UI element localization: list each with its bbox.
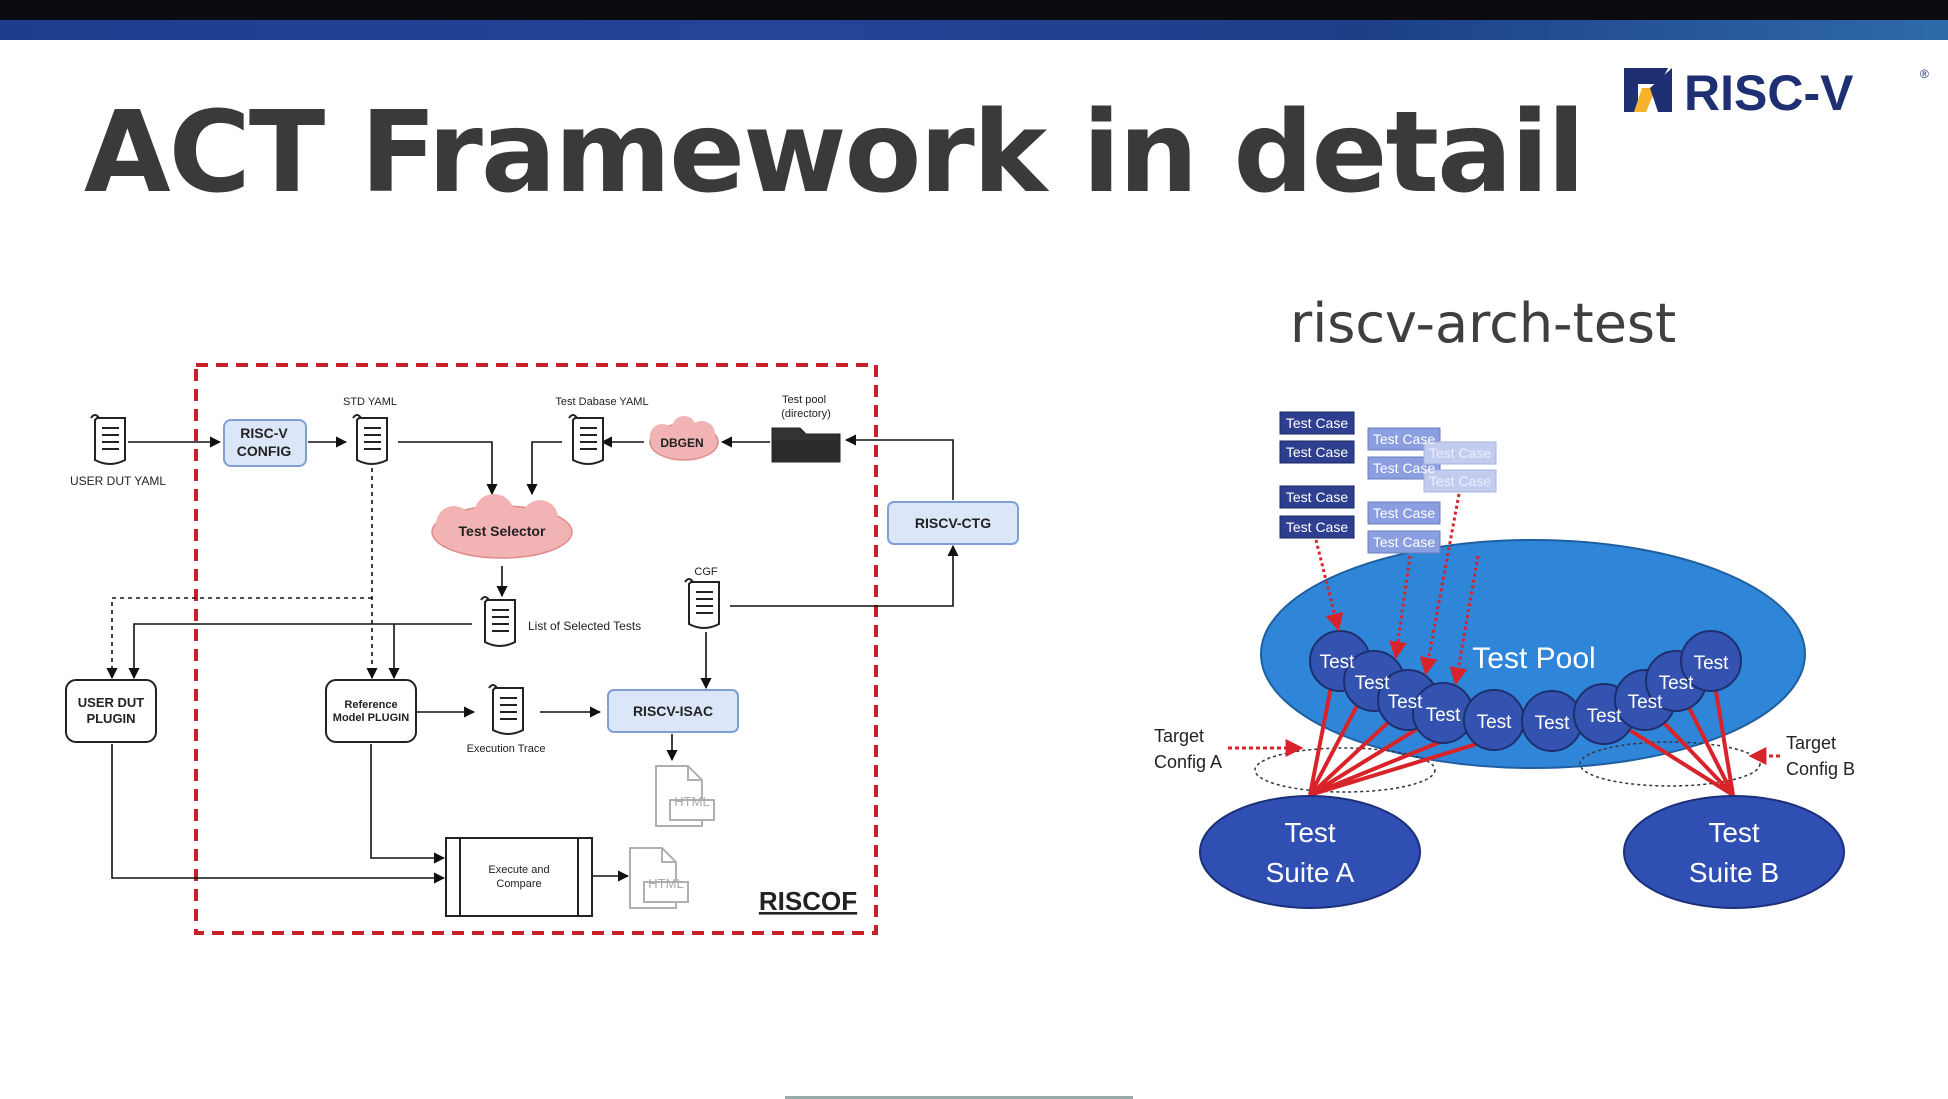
test-case-label: Test Case [1429, 445, 1491, 461]
riscv-ctg-label: RISCV-CTG [915, 515, 991, 531]
test-case-label: Test Case [1373, 505, 1435, 521]
test-case-arrow [1419, 493, 1461, 676]
test-pool-label: Test Pool [1472, 642, 1595, 675]
test-suite-a-label-2: Suite A [1266, 857, 1355, 888]
test-case-label: Test Case [1373, 460, 1435, 476]
isac-html-label: HTML [674, 794, 709, 809]
test-case-box [1423, 441, 1497, 465]
reference-plugin-box [325, 679, 417, 743]
test-case-box [1279, 515, 1355, 539]
test-case-box [1279, 411, 1355, 435]
test-case-box [1279, 485, 1355, 509]
test-selector-label: Test Selector [459, 523, 546, 539]
riscv-logo-reg-mark: ® [1920, 67, 1929, 81]
test-circle-label: Test [1659, 673, 1695, 694]
riscv-logo: RISC-V ® [1624, 65, 1929, 120]
test-suite-a [1199, 795, 1421, 909]
test-circle-label: Test [1320, 652, 1356, 673]
test-circle-label: Test [1388, 692, 1424, 713]
riscv-config-label-2: CONFIG [237, 443, 292, 459]
dbgen-label: DBGEN [660, 436, 703, 450]
test-case-label: Test Case [1286, 519, 1348, 535]
dashed-std-yaml-to-user-plugin [106, 597, 372, 680]
reference-plugin-label-2: Model PLUGIN [333, 712, 409, 724]
dbgen-cloud [649, 416, 719, 461]
riscv-logo-text: RISC-V [1684, 65, 1854, 120]
test-pool-label-2: (directory) [781, 408, 831, 420]
test-suite-b [1623, 795, 1845, 909]
test-suite-b-label-1: Test [1708, 817, 1760, 848]
test-pool-folder-icon [771, 427, 841, 463]
bottom-indicator-line [785, 1096, 1133, 1099]
test-circles [1309, 630, 1742, 752]
riscof-boundary [194, 363, 878, 935]
test-selector-cloud [431, 494, 573, 559]
target-config-a-region [1254, 747, 1436, 793]
execute-compare-label-1: Execute and [488, 864, 549, 876]
execution-trace-label: Execution Trace [467, 743, 546, 755]
user-dut-plugin-label-2: PLUGIN [86, 711, 135, 726]
arrow-list-to-user-plugin [128, 623, 472, 680]
test-case-boxes [1279, 411, 1497, 554]
riscof-label: RISCOF [759, 886, 857, 916]
arrow-std-yaml-to-selector [398, 441, 498, 496]
execute-compare-label-2: Compare [496, 878, 541, 890]
test-case-label: Test Case [1286, 444, 1348, 460]
test-case-label: Test Case [1286, 415, 1348, 431]
riscv-logo-mark-icon [1624, 68, 1672, 112]
reference-plugin-label-1: Reference [344, 699, 397, 711]
arrow-cgf-to-ctg [730, 544, 959, 607]
riscv-isac-label: RISCV-ISAC [633, 703, 713, 719]
execute-compare-box [445, 837, 593, 917]
test-case-box [1367, 456, 1441, 480]
test-circle-label: Test [1628, 692, 1664, 713]
test-circle-label: Test [1426, 705, 1462, 726]
test-case-box [1367, 427, 1441, 451]
test-circle-label: Test [1694, 653, 1730, 674]
selected-tests-label: List of Selected Tests [528, 619, 641, 633]
test-circle-label: Test [1477, 712, 1513, 733]
std-yaml-label: STD YAML [343, 396, 397, 408]
test-case-label: Test Case [1373, 534, 1435, 550]
riscv-arch-test-title: riscv-arch-test [1290, 292, 1677, 355]
user-dut-yaml-label: USER DUT YAML [70, 474, 166, 488]
test-circle-label: Test [1535, 713, 1571, 734]
riscv-config-box [223, 419, 307, 467]
riscv-config-label-1: RISC-V [240, 425, 288, 441]
test-case-arrow [1389, 555, 1412, 660]
slide-title: ACT Framework in detail [84, 88, 1585, 218]
arrow-ctg-to-pool [844, 434, 954, 500]
target-config-b-label-1: Target [1786, 733, 1836, 753]
user-dut-plugin-label-1: USER DUT [78, 695, 145, 710]
test-case-label: Test Case [1286, 489, 1348, 505]
test-suite-a-label-1: Test [1284, 817, 1336, 848]
riscv-isac-box [607, 689, 739, 733]
target-config-a-label-1: Target [1154, 726, 1204, 746]
test-case-box [1367, 530, 1441, 554]
test-dbase-yaml-label: Test Dabase YAML [555, 396, 648, 408]
test-circle-label: Test [1355, 673, 1391, 694]
test-case-box [1279, 440, 1355, 464]
cgf-label: CGF [694, 566, 718, 578]
test-case-label: Test Case [1373, 431, 1435, 447]
riscv-ctg-box [887, 501, 1019, 545]
user-dut-plugin-box [65, 679, 157, 743]
test-circle-label: Test [1587, 706, 1623, 727]
test-case-label: Test Case [1429, 473, 1491, 489]
test-circle [1680, 630, 1742, 692]
test-case-box [1423, 469, 1497, 493]
test-suite-b-label-2: Suite B [1689, 857, 1779, 888]
arrow-user-plugin-to-execute [111, 744, 446, 884]
test-pool-label-1: Test pool [782, 394, 826, 406]
arrow-dbase-to-selector [526, 441, 562, 496]
target-config-a-label-2: Config A [1154, 752, 1222, 772]
test-case-box [1367, 501, 1441, 525]
execute-html-label: HTML [648, 876, 683, 891]
target-config-b-label-2: Config B [1786, 759, 1855, 779]
arrow-ref-plugin-to-execute [370, 744, 446, 864]
top-accent-band [0, 20, 1948, 40]
